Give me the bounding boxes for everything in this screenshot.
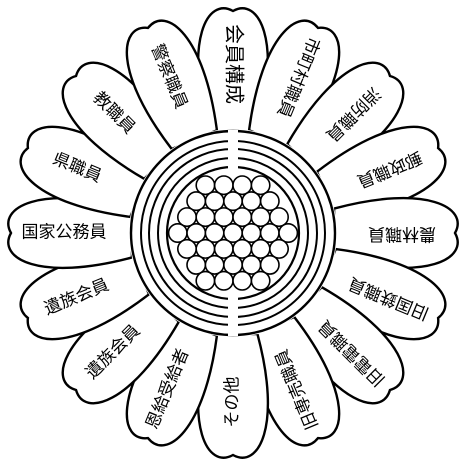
center-cell (196, 272, 214, 290)
petal-label: その他 (223, 377, 243, 428)
center-cell (215, 272, 233, 290)
center-cell (233, 272, 251, 290)
petal-label: 国家公務員 (22, 223, 107, 243)
petal-label: 会員構成 (223, 24, 247, 104)
petal-label: 農林職員 (368, 224, 436, 244)
center-cell (251, 272, 269, 290)
